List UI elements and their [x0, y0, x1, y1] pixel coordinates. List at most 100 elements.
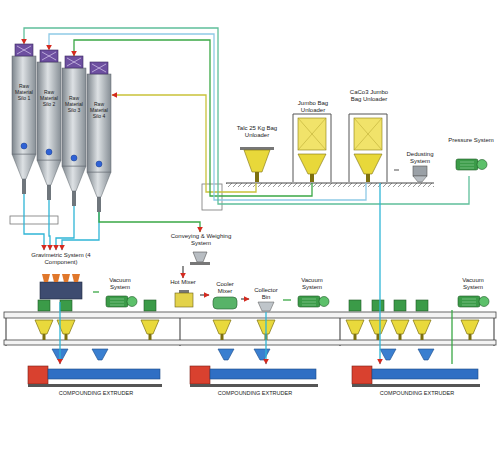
storage-silo: Raw Material Silo 4: [86, 62, 112, 212]
collector-bin-drawing: [258, 302, 274, 311]
extruder-drawing: [190, 384, 318, 387]
line-junction: [202, 184, 222, 210]
compounding-extruder: COMPOUNDING EXTRUDER: [26, 364, 166, 406]
bag-unloader: CaCo3 Jumbo Bag Unloader: [344, 88, 394, 183]
node-label: COMPOUNDING EXTRUDER: [217, 390, 293, 396]
node-label: Raw Material Silo 3: [61, 96, 87, 113]
loader-units: [416, 300, 428, 311]
gravimetric-unit: [52, 274, 60, 282]
platform: [4, 312, 496, 346]
node-label: Gravimetric System (4 Component): [29, 252, 93, 266]
gravimetric-system: Gravimetric System (4 Component): [29, 250, 93, 302]
feed-hoppers: [399, 334, 402, 340]
ground-line: [226, 183, 434, 187]
node-label: Raw Material Silo 2: [36, 90, 62, 107]
conveying-line: [265, 312, 266, 364]
ground-line: [226, 183, 434, 187]
feed-hoppers: [421, 334, 424, 340]
platform: [4, 340, 496, 345]
node-label: CaCo3 Jumbo Bag Unloader: [344, 89, 394, 103]
extruder-drawing: [372, 369, 478, 379]
extruder-drawing: [48, 369, 160, 379]
ground-line: [226, 183, 434, 184]
conveying-line: [283, 299, 291, 300]
dedusting-system: Dedusting System: [399, 150, 441, 182]
dedusting-unit: [413, 166, 427, 176]
collector-bin: Collector Bin: [249, 286, 283, 312]
node-label: Collector Bin: [249, 287, 283, 301]
node-label: Conveying & Weighing System: [163, 233, 239, 247]
feed-funnels: [52, 349, 434, 360]
loader-units: [38, 300, 50, 311]
extruder-drawing: [28, 366, 480, 387]
pressure-system: Pressure System: [447, 136, 495, 176]
dedusting-unit: [413, 166, 427, 182]
node-label: Talc 25 Kg Bag Unloader: [235, 125, 279, 139]
vacuum-pump: [106, 296, 137, 307]
feed-hoppers: [141, 320, 159, 334]
feed-hoppers: [213, 320, 231, 334]
feed-hoppers: [346, 320, 364, 334]
compounding-extruder: COMPOUNDING EXTRUDER: [188, 364, 322, 406]
node-label: Vacuum System: [451, 277, 495, 291]
loader-units: [349, 300, 361, 311]
conveying-line: [99, 212, 200, 232]
talc-hopper: [255, 172, 259, 182]
node-label: Pressure System: [447, 137, 495, 144]
loader-units: [38, 300, 428, 311]
node-label: Jumbo Bag Unloader: [289, 100, 337, 114]
feed-hoppers: [43, 334, 46, 340]
conveying-line: [112, 95, 256, 192]
feed-hoppers: [369, 320, 387, 334]
conveying-line: [56, 206, 74, 250]
talc-hopper: [240, 147, 274, 150]
conveying-system: Conveying & Weighing System: [163, 232, 239, 266]
conveying-line: [394, 169, 399, 170]
node-label: Dedusting System: [399, 151, 441, 165]
hot-mixer-drawing: [175, 293, 193, 307]
extruder-drawing: [352, 366, 372, 384]
feed-hoppers: [35, 320, 53, 334]
feed-hoppers: [35, 320, 479, 340]
conveying-line: [49, 200, 50, 250]
vacuum-system: Vacuum System: [291, 276, 333, 310]
extruder-drawing: [210, 369, 316, 379]
weighing-hopper: [193, 252, 207, 262]
gravimetric-unit: [72, 274, 80, 282]
gravimetric-unit: [62, 274, 70, 282]
silo-drawing: [37, 50, 61, 200]
conveying-line: [74, 40, 312, 196]
node-label: Raw Material Silo 4: [86, 102, 112, 119]
hot-mixer-drawing: [179, 290, 189, 293]
feed-hoppers: [461, 320, 479, 334]
vacuum-system: Vacuum System: [451, 276, 495, 310]
cooler-mixer: Cooler Mixer: [209, 280, 241, 310]
conveying-line: [93, 291, 99, 292]
feed-hoppers: [469, 334, 472, 340]
feed-hoppers: [413, 320, 431, 334]
node-label: Raw Material Silo 1: [11, 84, 37, 101]
feed-hoppers: [221, 334, 224, 340]
dedusting-unit: [413, 176, 427, 182]
node-label: Hot Mixer: [169, 279, 197, 286]
conveying-line: [24, 194, 44, 250]
talc-hopper: [240, 147, 274, 182]
pressure-blower: [456, 159, 487, 170]
extruder-drawing: [28, 366, 48, 384]
node-label: Vacuum System: [291, 277, 333, 291]
gravimetric-unit: [40, 274, 82, 299]
gravimetric-unit: [42, 274, 50, 282]
node-label: COMPOUNDING EXTRUDER: [379, 390, 455, 396]
silo-drawing: [12, 44, 36, 194]
conveying-line: [24, 28, 469, 204]
node-label: Vacuum System: [99, 277, 141, 291]
bag-unloader: Talc 25 Kg Bag Unloader: [235, 124, 279, 183]
loader-units: [394, 300, 406, 311]
storage-silo: Raw Material Silo 3: [61, 56, 87, 206]
node-label: Cooler Mixer: [209, 281, 241, 295]
platform: [4, 312, 496, 318]
hot-mixer-drawing: [175, 290, 193, 307]
talc-hopper: [244, 150, 270, 172]
conveying-line: [451, 310, 452, 364]
